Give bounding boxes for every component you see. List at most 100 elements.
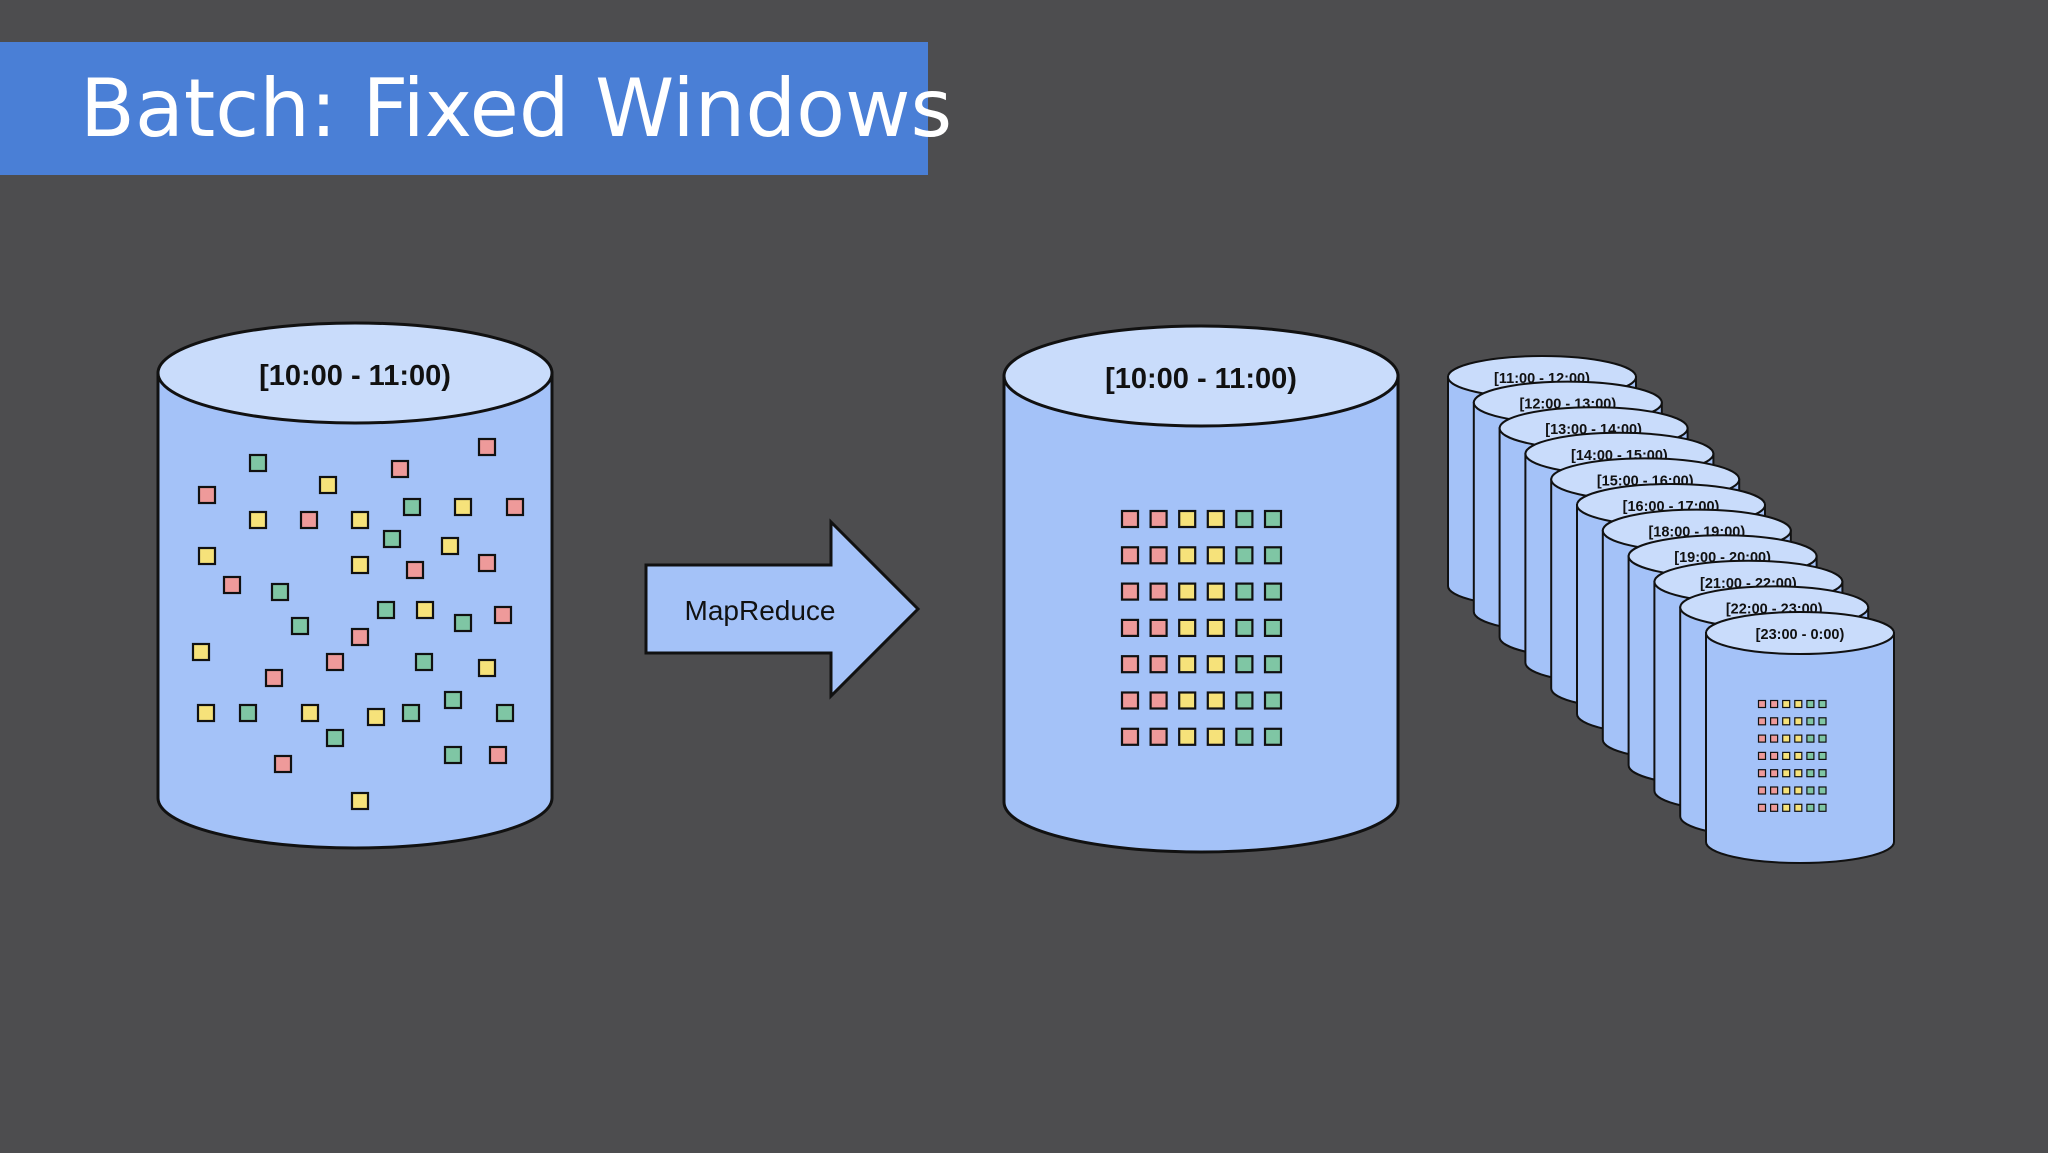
- event-square: [270, 582, 290, 602]
- grouped-event-square: [1149, 582, 1168, 601]
- window-event-square: [1818, 803, 1827, 812]
- grouped-event-square: [1263, 509, 1283, 529]
- window-event-square: [1782, 699, 1791, 709]
- event-square: [402, 497, 422, 517]
- event-square: [196, 703, 216, 723]
- window-event-square: [1782, 717, 1791, 726]
- window-cylinder-stack: [11:00 - 12:00)[12:00 - 13:00)[13:00 - 1…: [1447, 355, 1895, 864]
- grouped-event-square: [1149, 727, 1168, 746]
- window-event-square: [1782, 786, 1791, 795]
- window-event-square: [1794, 803, 1803, 812]
- event-square: [495, 703, 515, 723]
- event-square: [300, 703, 320, 723]
- window-event-square: [1806, 786, 1815, 795]
- event-square: [238, 703, 258, 723]
- event-square: [401, 703, 421, 723]
- grouped-event-square: [1120, 727, 1140, 746]
- source-cylinder: [10:00 - 11:00): [156, 321, 554, 850]
- source-cylinder-top: [156, 321, 554, 425]
- grouped-event-square: [1263, 618, 1283, 638]
- event-square: [273, 754, 293, 774]
- event-square: [390, 459, 410, 479]
- window-event-square: [1757, 803, 1767, 812]
- mapreduce-arrow: MapReduce: [644, 518, 921, 700]
- window-event-square: [1806, 769, 1815, 778]
- window-event-square: [1757, 751, 1767, 761]
- window-event-square: [1818, 717, 1827, 726]
- result-cylinder: [10:00 - 11:00): [1002, 324, 1400, 854]
- grouped-event-square: [1206, 727, 1225, 746]
- grouped-event-square: [1206, 509, 1225, 529]
- grouped-event-square: [1235, 546, 1254, 565]
- window-event-square: [1794, 751, 1803, 761]
- event-square: [197, 485, 217, 505]
- grouped-event-square: [1235, 582, 1254, 601]
- event-square: [222, 575, 242, 595]
- event-square: [350, 627, 370, 647]
- window-event-square: [1818, 751, 1827, 761]
- window-event-square: [1782, 803, 1791, 812]
- event-square: [453, 613, 473, 633]
- result-grouped-events: [1120, 509, 1283, 746]
- event-square: [325, 652, 345, 672]
- grouped-event-square: [1149, 655, 1168, 674]
- event-square: [477, 553, 497, 573]
- event-square: [350, 791, 370, 811]
- event-square: [414, 652, 434, 672]
- grouped-event-square: [1263, 546, 1283, 565]
- grouped-event-square: [1263, 582, 1283, 601]
- window-event-square: [1818, 769, 1827, 778]
- window-event-square: [1806, 699, 1815, 709]
- event-square: [248, 510, 268, 530]
- grouped-event-square: [1178, 509, 1197, 529]
- window-event-square: [1782, 769, 1791, 778]
- grouped-event-square: [1263, 727, 1283, 746]
- grouped-event-square: [1178, 618, 1197, 638]
- grouped-event-square: [1235, 618, 1254, 638]
- event-square: [415, 600, 435, 620]
- event-square: [453, 497, 473, 517]
- event-square: [405, 560, 425, 580]
- event-square: [443, 690, 463, 710]
- grouped-event-square: [1206, 546, 1225, 565]
- grouped-event-square: [1120, 655, 1140, 674]
- grouped-event-square: [1120, 509, 1140, 529]
- window-event-square: [1769, 751, 1779, 761]
- grouped-event-square: [1206, 582, 1225, 601]
- window-event-square: [1806, 734, 1815, 743]
- grouped-event-square: [1263, 691, 1283, 710]
- grouped-event-square: [1178, 546, 1197, 565]
- grouped-event-square: [1149, 618, 1168, 638]
- event-square: [299, 510, 319, 530]
- grouped-event-square: [1206, 618, 1225, 638]
- event-square: [440, 536, 460, 556]
- event-square: [488, 745, 508, 765]
- grouped-event-square: [1120, 582, 1140, 601]
- window-event-square: [1794, 786, 1803, 795]
- window-event-square: [1818, 786, 1827, 795]
- window-event-square: [1769, 769, 1779, 778]
- window-event-square: [1782, 734, 1791, 743]
- window-event-square: [1806, 717, 1815, 726]
- window-event-square: [1769, 803, 1779, 812]
- window-event-square: [1757, 699, 1767, 709]
- window-event-square: [1794, 699, 1803, 709]
- window-event-square: [1757, 717, 1767, 726]
- window-event-square: [1757, 769, 1767, 778]
- event-square: [443, 745, 463, 765]
- event-square: [505, 497, 525, 517]
- event-square: [264, 668, 284, 688]
- event-square: [325, 728, 345, 748]
- grouped-event-square: [1149, 546, 1168, 565]
- event-square: [318, 475, 338, 495]
- window-event-square: [1818, 699, 1827, 709]
- grouped-event-square: [1178, 582, 1197, 601]
- window-event-square: [1757, 786, 1767, 795]
- source-window-label: [10:00 - 11:00): [259, 360, 451, 392]
- event-square: [376, 600, 396, 620]
- window-event-square: [1794, 717, 1803, 726]
- grouped-event-square: [1178, 691, 1197, 710]
- source-events: [191, 437, 525, 811]
- grouped-event-square: [1263, 655, 1283, 674]
